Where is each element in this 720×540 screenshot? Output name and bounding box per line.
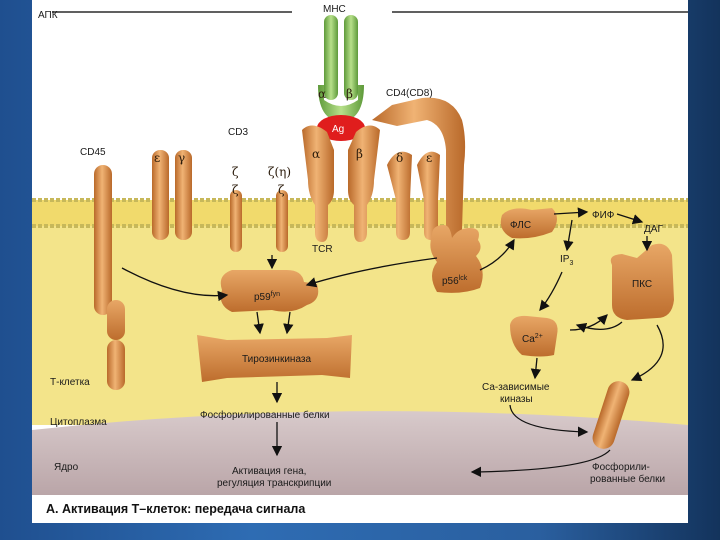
- pkc-enzyme: [610, 243, 674, 320]
- label-t-cell: Т-клетка: [50, 377, 90, 388]
- p56lck-kinase: [430, 225, 483, 293]
- label-nucleus: Ядро: [54, 462, 79, 473]
- label-ca: Ca2+: [522, 333, 543, 345]
- label-zeta-eta: ζ(η): [268, 165, 291, 179]
- label-tcr-beta: β: [356, 147, 363, 161]
- tcr-receptor: [302, 125, 380, 242]
- label-ag: Ag: [332, 124, 344, 135]
- cd3-epsilon-gamma: [152, 150, 192, 240]
- label-dag: ДАГ: [644, 224, 663, 235]
- label-pip2: ФИФ: [592, 210, 615, 221]
- diagram-frame: АПК МНС α β CD4(CD8) CD3 Ag CD45 ε γ α β…: [32, 0, 688, 523]
- calcium-protein: [510, 315, 558, 357]
- label-gene-activation-1: Активация гена,: [232, 466, 306, 477]
- label-ca-kinases-1: Са-зависимые: [482, 382, 550, 393]
- cd45-molecule: [94, 165, 125, 390]
- tyrosine-kinase: [197, 335, 352, 382]
- label-pkc: ПКС: [632, 279, 652, 290]
- t-cell-activation-diagram: АПК МНС α β CD4(CD8) CD3 Ag CD45 ε γ α β…: [32, 0, 688, 523]
- label-p56lck: p56lck: [442, 275, 468, 287]
- label-cd3-gamma: γ: [178, 151, 185, 165]
- cd4-molecule: [372, 97, 466, 240]
- label-cytoplasm: Цитоплазма: [50, 417, 107, 428]
- label-phospho-proteins-r2: рованные белки: [590, 473, 665, 485]
- label-gene-activation-2: регуляция транскрипции: [217, 478, 331, 489]
- label-tcr: TCR: [312, 244, 333, 255]
- signal-arrows: [121, 207, 664, 478]
- p59fyn-kinase: [220, 270, 319, 312]
- label-cd3-delta: δ: [396, 151, 403, 165]
- label-cd45: CD45: [80, 147, 106, 158]
- label-cd3: CD3: [228, 127, 248, 138]
- plc-enzyme: [500, 208, 557, 239]
- label-cd3-epsilon-2: ε: [426, 151, 432, 165]
- label-cd3-epsilon: ε: [154, 151, 160, 165]
- cd3-zeta-chains: [230, 190, 288, 252]
- label-ca-kinases-2: киназы: [500, 394, 533, 405]
- label-apc: АПК: [38, 10, 58, 21]
- label-mhc-alpha: α: [318, 87, 326, 101]
- label-cd4: CD4(CD8): [386, 88, 433, 99]
- label-zeta-1: ζ: [232, 165, 239, 179]
- label-phospho-proteins-r1: Фосфорили-: [592, 461, 650, 473]
- label-tcr-alpha: α: [312, 147, 320, 161]
- label-zeta-3: ζ: [278, 183, 285, 197]
- label-zeta-2: ζ: [232, 183, 239, 197]
- phospho-protein-right: [592, 381, 630, 449]
- cytoplasm-region: [32, 225, 688, 425]
- label-mhc: МНС: [323, 4, 346, 15]
- label-tyrosine-kinase: Тирозинкиназа: [242, 354, 311, 365]
- label-ip3: IP3: [560, 254, 573, 267]
- label-phospho-proteins: Фосфорилированные белки: [200, 409, 330, 421]
- figure-caption: А. Активация Т–клеток: передача сигнала: [46, 502, 306, 516]
- antigen: [317, 115, 365, 141]
- nucleus-region: [32, 411, 688, 500]
- mhc-molecule: [318, 15, 364, 122]
- label-p59fyn: p59fyn: [254, 291, 280, 303]
- label-plc: ФЛС: [510, 220, 531, 231]
- caption-background: [32, 495, 688, 523]
- label-mhc-beta: β: [346, 87, 353, 101]
- cd3-delta-epsilon: [387, 151, 440, 240]
